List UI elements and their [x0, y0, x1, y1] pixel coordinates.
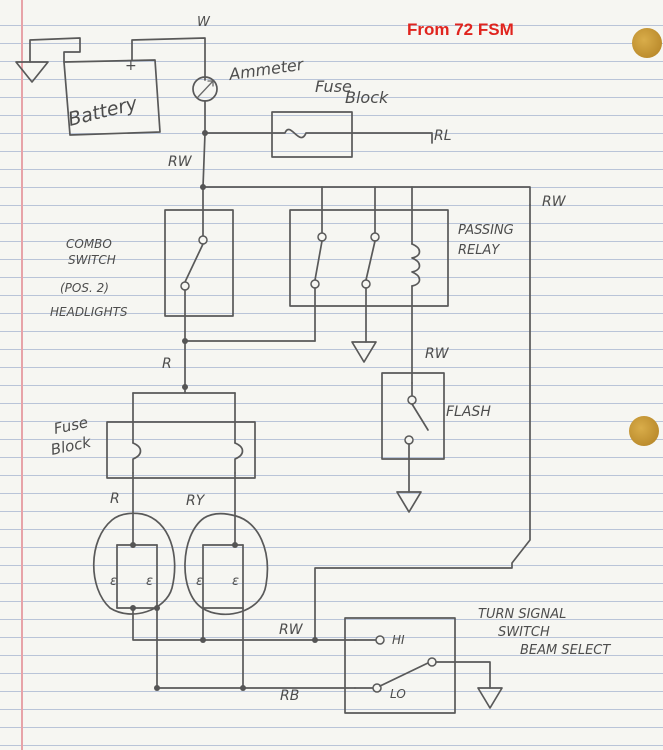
fuse-block-lower: [106, 421, 256, 479]
wire-w-label: W: [197, 15, 211, 30]
wire-rl-label: RL: [434, 128, 452, 144]
wire-r-lower-label: R: [110, 491, 120, 507]
battery-plus-label: +: [125, 58, 137, 74]
fuse-block-upper-label-2: Block: [345, 88, 389, 107]
flash-switch: [381, 372, 445, 493]
wire-rw-right-label: RW: [542, 194, 567, 210]
headlamp-left: ε ε: [92, 512, 176, 615]
fuse-block-upper: [271, 111, 353, 158]
ammeter-label: Ammeter: [227, 55, 306, 85]
svg-text:ε: ε: [196, 574, 203, 589]
ground-symbol-turn-signal: [477, 687, 503, 709]
passing-relay-label-2: RELAY: [458, 243, 500, 258]
headlamp-right: ε ε: [184, 512, 269, 616]
wire-rb-label: RB: [280, 688, 299, 704]
turn-signal-label-3: BEAM SELECT: [520, 643, 611, 658]
binder-hole-middle: [629, 416, 659, 446]
turn-signal-switch: [344, 617, 491, 714]
combo-switch-label-2: SWITCH: [68, 253, 116, 267]
fuse-block-upper-label-1: Fuse: [315, 77, 352, 96]
passing-relay: [289, 186, 449, 384]
ground-symbol-battery: [15, 61, 49, 83]
margin-line: [21, 0, 23, 750]
combo-switch: [164, 186, 234, 342]
combo-switch-label-1: COMBO: [66, 237, 112, 251]
wire-ry-label: RY: [186, 493, 206, 509]
ground-symbol-relay: [351, 341, 377, 363]
turn-signal-label-2: SWITCH: [498, 625, 550, 640]
passing-relay-label-1: PASSING: [458, 223, 514, 238]
wire-rw-bottom-label: RW: [279, 622, 304, 638]
source-note: From 72 FSM: [407, 20, 514, 39]
hi-label: HI: [392, 633, 405, 647]
junction-dots: [130, 130, 318, 691]
wire-r-label: R: [162, 356, 172, 372]
ground-symbol-flash: [396, 491, 422, 513]
flash-label: FLASH: [446, 404, 491, 420]
svg-text:ε: ε: [146, 574, 153, 589]
svg-text:ε: ε: [110, 574, 117, 589]
svg-text:ε: ε: [232, 574, 239, 589]
battery: [29, 37, 206, 136]
combo-switch-label-3: (POS. 2): [60, 281, 109, 295]
binder-hole-top: [632, 28, 662, 58]
battery-label: Battery: [66, 92, 140, 131]
turn-signal-label-1: TURN SIGNAL: [478, 607, 566, 622]
combo-switch-label-4: HEADLIGHTS: [50, 305, 128, 319]
wire-rw-flash-label: RW: [425, 346, 450, 362]
wire-rw-left-label: RW: [168, 154, 193, 170]
lo-label: LO: [390, 687, 406, 701]
